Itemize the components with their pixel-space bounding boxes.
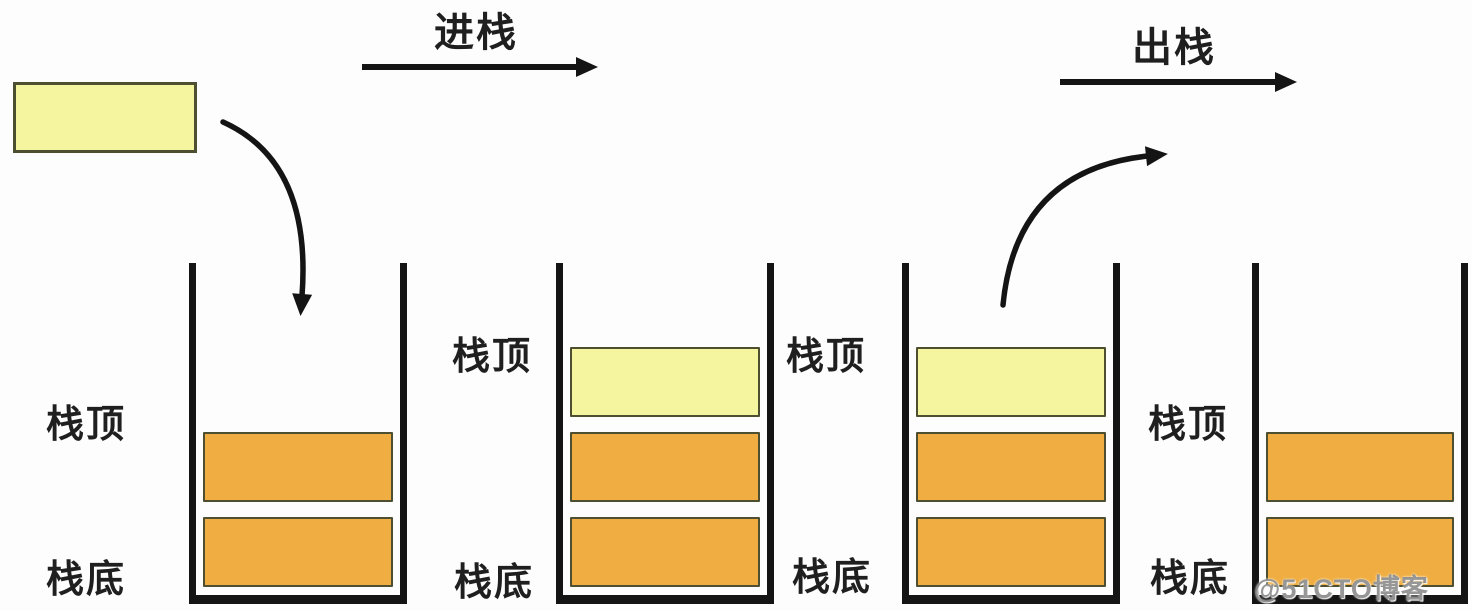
- stack-2-block-top: [570, 347, 760, 417]
- stack-3-block-middle: [916, 432, 1106, 502]
- stack-1-block-bottom: [203, 517, 393, 587]
- watermark-51cto: @51CTO博客: [1254, 574, 1429, 604]
- push-curve-arrow: [220, 119, 313, 316]
- stack-1-block-top: [203, 432, 393, 502]
- stack-1-bottom-label: 栈底: [45, 559, 126, 601]
- stack-4-bottom-label: 栈底: [1149, 558, 1230, 600]
- stack-1-top-label: 栈顶: [45, 404, 126, 446]
- stack-1: [189, 263, 407, 604]
- stack-4-block-top: [1266, 432, 1454, 502]
- pop-operation-label: 出栈: [1132, 26, 1216, 70]
- stack-3-block-bottom: [916, 517, 1106, 587]
- stack-4-block-bottom: [1266, 517, 1454, 587]
- stack-4-top-label: 栈顶: [1147, 404, 1228, 446]
- stack-2: [556, 263, 774, 604]
- stack-3-block-top: [916, 347, 1106, 417]
- stack-2-block-bottom: [570, 517, 760, 587]
- stack-4: [1252, 263, 1468, 604]
- floating-element-block: [13, 82, 197, 153]
- stack-2-top-label: 栈顶: [451, 336, 532, 378]
- stack-2-block-middle: [570, 432, 760, 502]
- stack-3: [902, 263, 1120, 604]
- stack-3-top-label: 栈顶: [785, 336, 866, 378]
- pop-curve-arrow: [1000, 146, 1168, 308]
- stack-2-bottom-label: 栈底: [453, 562, 534, 604]
- push-operation-label: 进栈: [434, 11, 518, 55]
- stack-3-bottom-label: 栈底: [791, 557, 872, 599]
